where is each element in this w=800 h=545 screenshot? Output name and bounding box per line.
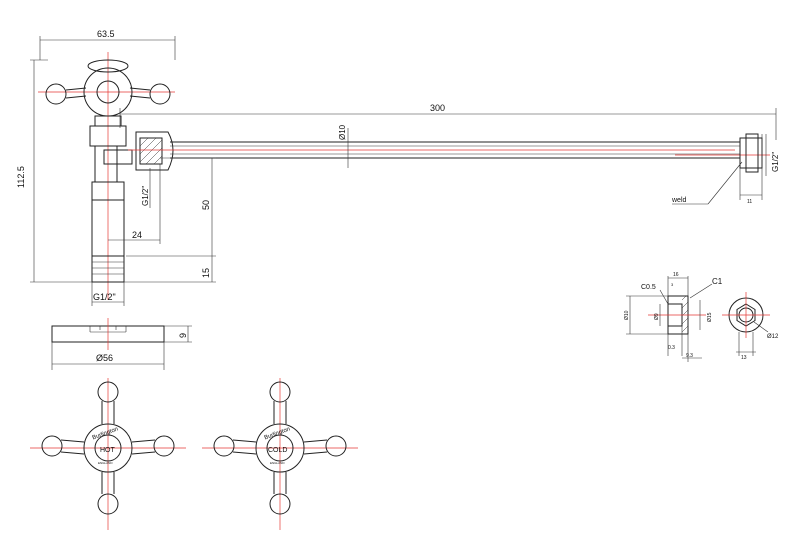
dim-height-bottom: 15	[201, 268, 211, 278]
detail-small-a: 3	[671, 282, 674, 287]
dim-height-total: 112.5	[16, 166, 26, 188]
detail-dia-b: Ø9	[654, 313, 660, 320]
cold-made-in: ENGLAND	[270, 461, 285, 465]
front-view: weld 11 63.5 300 Ø10 G1/2" 112.5 G1/2"	[16, 29, 780, 306]
hot-handle: Burlington HOT ENGLAND	[30, 378, 186, 530]
hot-made-in: ENGLAND	[98, 461, 113, 465]
dim-thread-mid: G1/2"	[141, 186, 150, 206]
weld-dim: 11	[747, 199, 752, 205]
detail-len-a: 16	[673, 272, 679, 278]
dim-thread-bottom: G1/2"	[93, 292, 116, 302]
dim-flange-thk: 9	[178, 333, 188, 338]
dim-height-mid: 50	[201, 200, 211, 210]
dim-length: 300	[430, 103, 445, 113]
dim-thread-right: G1/2"	[771, 152, 780, 172]
dim-pipe-dia: Ø10	[338, 124, 347, 140]
detail-small-b: 0.3	[668, 345, 675, 351]
hot-label: HOT	[100, 447, 116, 454]
end-fitting	[739, 133, 763, 173]
connector-nut	[128, 131, 180, 171]
detail-section: 16 C0.5 C1 3 Ø10 Ø9 Ø15 0.3 9.3 Ø12 13	[624, 272, 779, 362]
valve-body	[89, 115, 133, 283]
detail-len-b: 9.3	[686, 353, 693, 359]
detail-chamfer-b: C1	[712, 277, 723, 286]
cold-brand: Burlington	[264, 426, 291, 441]
cold-label: COLD	[268, 447, 287, 454]
detail-chamfer-a: C0.5	[641, 284, 656, 291]
dim-offset: 24	[132, 230, 142, 240]
detail-dia-d: Ø12	[767, 334, 779, 340]
cold-handle: Burlington COLD ENGLAND	[202, 378, 358, 530]
dim-width-top: 63.5	[97, 29, 115, 39]
flange-view: 9 Ø56	[51, 318, 192, 370]
detail-dia-c: Ø15	[707, 312, 713, 322]
dim-flange-dia: Ø56	[96, 353, 113, 363]
pipe-arm	[170, 141, 770, 159]
detail-dia-a: Ø10	[624, 310, 630, 320]
detail-side-w: 13	[741, 355, 747, 361]
weld-note: weld	[671, 197, 687, 204]
hot-brand: Burlington	[92, 426, 119, 441]
